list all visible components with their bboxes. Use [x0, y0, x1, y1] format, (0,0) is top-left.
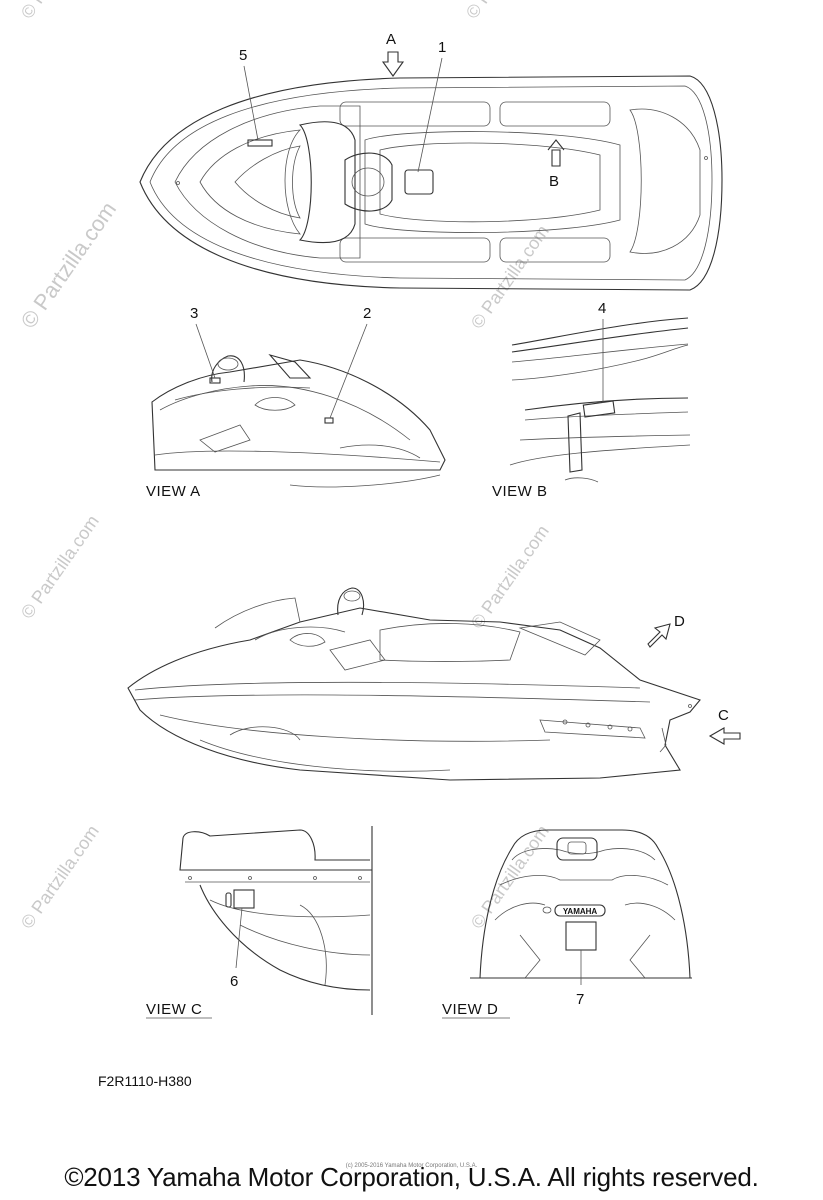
figure-code: F2R1110-H380	[98, 1073, 192, 1089]
svg-text:3: 3	[190, 305, 198, 322]
watermark: © Partzilla.com	[462, 0, 548, 22]
callout-5: 5	[239, 47, 259, 141]
svg-text:5: 5	[239, 47, 247, 64]
fine-print: (c) 2005-2016 Yamaha Motor Corporation, …	[345, 1163, 478, 1169]
watermark: © Partzilla.com	[17, 0, 103, 22]
watermark: © Partzilla.com	[467, 521, 553, 632]
side-view-watercraft	[127, 587, 701, 781]
watermark: © Partzilla.com	[17, 821, 103, 932]
svg-text:6: 6	[230, 973, 238, 990]
arrow-c-label: C	[718, 707, 729, 724]
arrow-a: A	[381, 31, 405, 77]
yamaha-badge	[554, 904, 606, 917]
yamaha-badge-text: YAMAHA	[563, 907, 598, 916]
callout-7: 7	[576, 950, 584, 1008]
svg-text:4: 4	[598, 300, 606, 317]
svg-text:7: 7	[576, 991, 584, 1008]
arrow-d: D	[647, 613, 685, 648]
watermarks: © Partzilla.com © Partzilla.com © Partzi…	[16, 0, 553, 932]
svg-text:2: 2	[363, 305, 371, 322]
callout-2: 2	[329, 305, 371, 419]
view-b-label: VIEW B	[492, 483, 548, 500]
arrow-b-label: B	[549, 173, 559, 190]
svg-text:1: 1	[438, 39, 446, 56]
arrow-b: B	[547, 139, 565, 190]
copyright-footer: ©2013 Yamaha Motor Corporation, U.S.A. A…	[64, 1162, 759, 1192]
arrow-c: C	[708, 707, 741, 745]
watermark-left: © Partzilla.com	[16, 197, 122, 333]
top-view-watercraft	[139, 75, 723, 291]
watermark: © Partzilla.com	[17, 511, 103, 622]
view-a-drawing	[151, 353, 446, 488]
callout-3: 3	[190, 305, 216, 379]
arrow-a-label: A	[386, 31, 396, 48]
arrow-d-label: D	[674, 613, 685, 630]
callout-4: 4	[598, 300, 606, 403]
watermark: © Partzilla.com	[467, 821, 553, 932]
callout-6: 6	[230, 907, 243, 990]
view-c-drawing	[179, 826, 373, 1015]
view-a-label: VIEW A	[146, 483, 201, 500]
view-d-label: VIEW D	[442, 1001, 498, 1018]
callout-1: 1	[417, 39, 446, 173]
view-c-label: VIEW C	[146, 1001, 202, 1018]
view-b-drawing	[509, 317, 691, 483]
